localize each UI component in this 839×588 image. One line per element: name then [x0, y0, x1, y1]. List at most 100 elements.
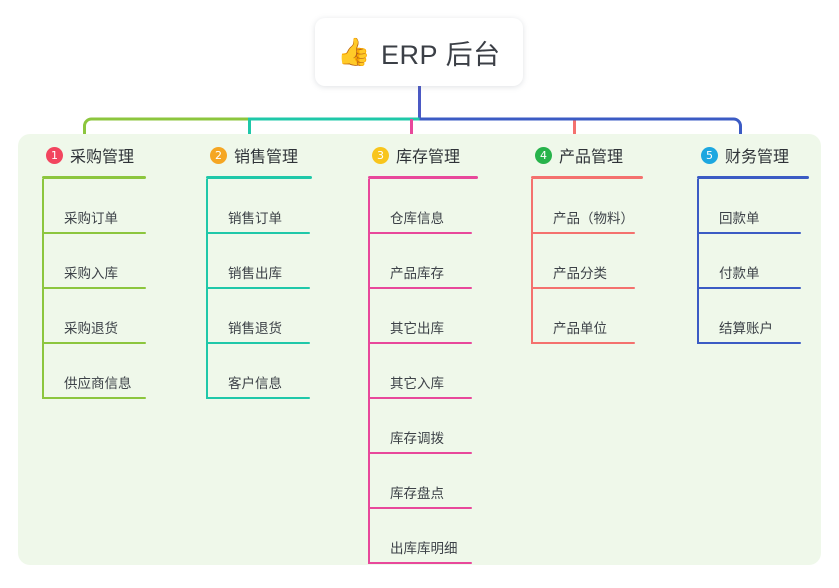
- number-badge-icon: 2: [210, 146, 227, 164]
- leaf-label: 销售出库: [228, 266, 282, 281]
- leaf-rule: [368, 507, 472, 509]
- leaf-list: 回款单付款单结算账户: [697, 179, 809, 344]
- leaf-item[interactable]: 采购入库: [42, 234, 146, 289]
- leaf-label: 库存调拨: [390, 431, 444, 446]
- leaf-rule: [42, 232, 146, 234]
- leaf-list: 产品（物料） 产品分类产品单位: [531, 179, 643, 344]
- leaf-item[interactable]: 采购订单: [42, 179, 146, 234]
- leaf-label: 采购订单: [64, 211, 118, 226]
- column-5: 5 财务管理回款单付款单结算账户: [697, 142, 809, 344]
- column-rule: [368, 176, 478, 179]
- leaf-rule: [368, 562, 472, 564]
- column-rule: [42, 176, 146, 179]
- branch-spine: [368, 179, 370, 564]
- leaf-rule: [368, 452, 472, 454]
- column-header-5[interactable]: 5 财务管理: [697, 142, 809, 168]
- leaf-label: 付款单: [719, 266, 760, 281]
- leaf-rule: [206, 397, 310, 399]
- leaf-item[interactable]: 产品库存: [368, 234, 478, 289]
- leaf-item[interactable]: 出库库明细: [368, 509, 478, 564]
- column-header-2[interactable]: 2 销售管理: [206, 142, 312, 168]
- column-rule: [206, 176, 312, 179]
- leaf-rule: [697, 232, 801, 234]
- root-title: ERP 后台: [381, 39, 501, 70]
- branch-panel: [18, 134, 821, 565]
- leaf-rule: [531, 342, 635, 344]
- column-rule: [531, 176, 643, 179]
- branch-spine: [697, 179, 699, 344]
- leaf-rule: [42, 397, 146, 399]
- leaf-label: 出库库明细: [390, 541, 458, 556]
- leaf-item[interactable]: 销售订单: [206, 179, 312, 234]
- leaf-rule: [206, 232, 310, 234]
- leaf-rule: [42, 342, 146, 344]
- number-badge-icon: 3: [372, 146, 389, 164]
- leaf-rule: [206, 342, 310, 344]
- leaf-label: 供应商信息: [64, 376, 132, 391]
- leaf-item[interactable]: 采购退货: [42, 289, 146, 344]
- branch-spine: [42, 179, 44, 399]
- column-4: 4 产品管理产品（物料） 产品分类产品单位: [531, 142, 643, 344]
- column-rule: [697, 176, 809, 179]
- leaf-item[interactable]: 其它入库: [368, 344, 478, 399]
- thumbs-up-emoji: 👍: [337, 36, 372, 67]
- leaf-rule: [368, 287, 472, 289]
- leaf-label: 销售订单: [228, 211, 282, 226]
- leaf-label: 采购入库: [64, 266, 118, 281]
- leaf-item[interactable]: 回款单: [697, 179, 809, 234]
- leaf-item[interactable]: 库存调拨: [368, 399, 478, 454]
- leaf-rule: [531, 232, 635, 234]
- leaf-item[interactable]: 仓库信息: [368, 179, 478, 234]
- column-title: 销售管理: [234, 149, 299, 166]
- leaf-label: 其它出库: [390, 321, 444, 336]
- leaf-label: 产品（物料）: [553, 211, 634, 226]
- column-3: 3 库存管理仓库信息产品库存其它出库其它入库库存调拨库存盘点出库库明细: [368, 142, 478, 564]
- leaf-rule: [531, 287, 635, 289]
- leaf-label: 仓库信息: [390, 211, 444, 226]
- leaf-label: 销售退货: [228, 321, 282, 336]
- leaf-label: 采购退货: [64, 321, 118, 336]
- leaf-rule: [368, 342, 472, 344]
- leaf-rule: [697, 342, 801, 344]
- column-header-4[interactable]: 4 产品管理: [531, 142, 643, 168]
- number-badge-icon: 4: [535, 146, 552, 164]
- column-2: 2 销售管理销售订单销售出库销售退货客户信息: [206, 142, 312, 399]
- leaf-item[interactable]: 供应商信息: [42, 344, 146, 399]
- leaf-item[interactable]: 付款单: [697, 234, 809, 289]
- leaf-label: 产品单位: [553, 321, 607, 336]
- leaf-item[interactable]: 结算账户: [697, 289, 809, 344]
- leaf-rule: [206, 287, 310, 289]
- leaf-label: 其它入库: [390, 376, 444, 391]
- number-badge-icon: 1: [46, 146, 63, 164]
- number-badge-icon: 5: [701, 146, 718, 164]
- leaf-label: 回款单: [719, 211, 760, 226]
- column-header-3[interactable]: 3 库存管理: [368, 142, 478, 168]
- leaf-label: 客户信息: [228, 376, 282, 391]
- leaf-item[interactable]: 产品（物料）: [531, 179, 643, 234]
- leaf-label: 产品库存: [390, 266, 444, 281]
- leaf-item[interactable]: 客户信息: [206, 344, 312, 399]
- leaf-list: 采购订单采购入库采购退货供应商信息: [42, 179, 146, 399]
- column-title: 财务管理: [725, 149, 790, 166]
- leaf-item[interactable]: 销售出库: [206, 234, 312, 289]
- branch-spine: [206, 179, 208, 399]
- leaf-item[interactable]: 产品单位: [531, 289, 643, 344]
- leaf-rule: [368, 232, 472, 234]
- root-node[interactable]: 👍 ERP 后台: [315, 18, 523, 86]
- leaf-item[interactable]: 销售退货: [206, 289, 312, 344]
- column-title: 产品管理: [559, 149, 624, 166]
- leaf-label: 结算账户: [719, 321, 773, 336]
- leaf-list: 仓库信息产品库存其它出库其它入库库存调拨库存盘点出库库明细: [368, 179, 478, 564]
- leaf-rule: [368, 397, 472, 399]
- leaf-item[interactable]: 产品分类: [531, 234, 643, 289]
- leaf-label: 库存盘点: [390, 486, 444, 501]
- leaf-item[interactable]: 其它出库: [368, 289, 478, 344]
- leaf-rule: [42, 287, 146, 289]
- leaf-item[interactable]: 库存盘点: [368, 454, 478, 509]
- leaf-label: 产品分类: [553, 266, 607, 281]
- column-title: 库存管理: [396, 149, 461, 166]
- branch-spine: [531, 179, 533, 344]
